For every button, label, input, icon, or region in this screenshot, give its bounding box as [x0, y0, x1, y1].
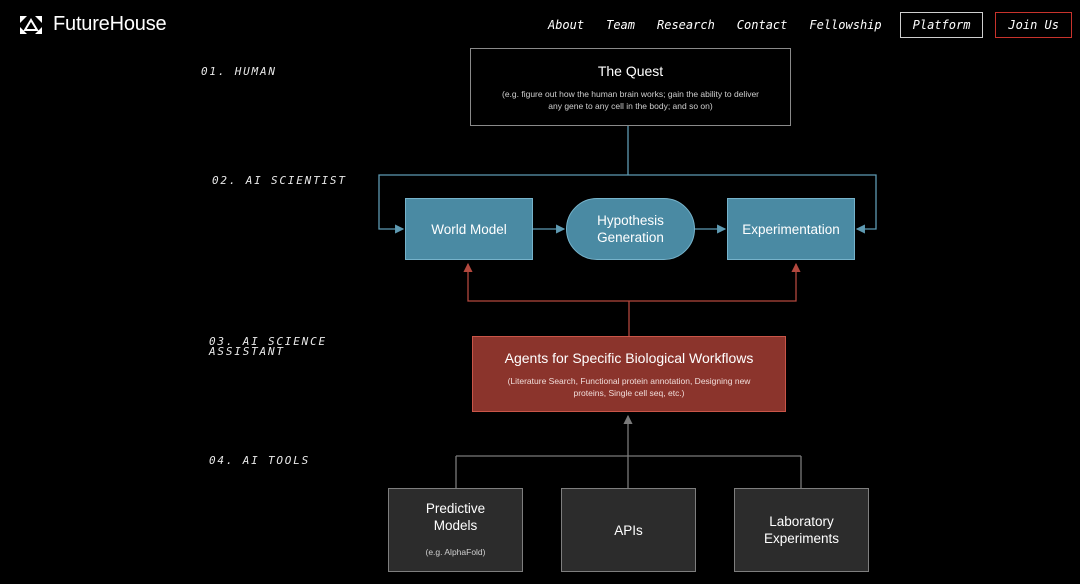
nav-research[interactable]: Research: [657, 18, 715, 32]
hypothesis-line2: Generation: [597, 230, 664, 245]
level-label-ai-tools: 04. AI TOOLS: [209, 454, 311, 467]
predictive-models-node: Predictive Models (e.g. AlphaFold): [388, 488, 523, 572]
predictive-line1: Predictive: [425, 500, 486, 516]
agents-connector: [463, 262, 801, 336]
platform-button[interactable]: Platform: [899, 12, 984, 38]
quest-node: The Quest (e.g. figure out how the human…: [470, 48, 791, 126]
agents-node: Agents for Specific Biological Workflows…: [472, 336, 786, 412]
laboratory-experiments-node: Laboratory Experiments: [734, 488, 869, 572]
level-label-ai-science-assistant: 03. AI SCIENCE ASSISTANT: [209, 335, 327, 358]
logo[interactable]: FutureHouse: [18, 13, 167, 36]
agents-subtitle: (Literature Search, Functional protein a…: [507, 375, 751, 398]
level-label-assistant-line2: ASSISTANT: [209, 345, 285, 358]
hypothesis-line1: Hypothesis: [597, 213, 664, 228]
predictive-line2: Models: [433, 517, 478, 533]
nav-contact[interactable]: Contact: [736, 18, 788, 32]
lab-line2: Experiments: [763, 531, 840, 546]
apis-node: APIs: [561, 488, 696, 572]
quest-title: The Quest: [597, 62, 664, 79]
logo-text: FutureHouse: [53, 13, 167, 35]
tools-connector: [455, 414, 802, 488]
experimentation-node: Experimentation: [727, 198, 855, 260]
lab-line1: Laboratory: [769, 514, 834, 529]
hypothesis-generation-node: Hypothesis Generation: [566, 198, 695, 260]
nav-about[interactable]: About: [547, 18, 585, 32]
join-us-button[interactable]: Join Us: [995, 12, 1072, 38]
level-label-assistant-line1: 03. AI SCIENCE: [209, 335, 327, 348]
nav-fellowship[interactable]: Fellowship: [809, 18, 882, 32]
nav-team[interactable]: Team: [606, 18, 635, 32]
agents-title: Agents for Specific Biological Workflows: [504, 349, 754, 366]
main-nav: About Team Research Contact Fellowship P…: [548, 12, 1072, 38]
level-label-ai-scientist: 02. AI SCIENTIST: [212, 174, 347, 187]
quest-subtitle: (e.g. figure out how the human brain wor…: [501, 88, 760, 111]
quest-connector: [378, 126, 877, 234]
level-label-human: 01. HUMAN: [201, 65, 277, 78]
futurehouse-logo-icon: [20, 15, 42, 34]
world-model-node: World Model: [405, 198, 533, 260]
predictive-subtitle: (e.g. AlphaFold): [425, 546, 486, 557]
